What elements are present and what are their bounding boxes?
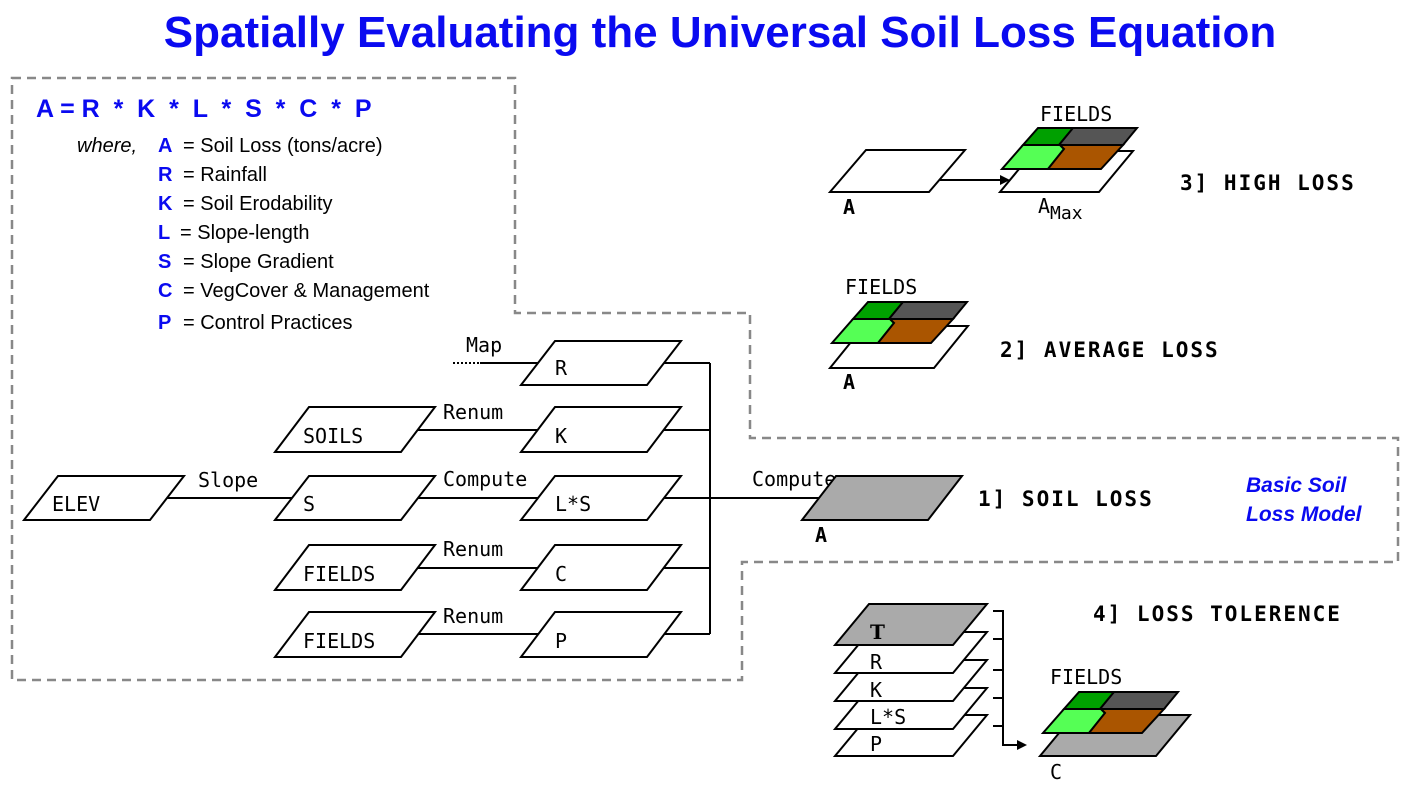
usle-equation: A = R * K * L * S * C * P xyxy=(36,95,372,123)
layer-a-soil-loss: A xyxy=(799,475,965,547)
layer-k: K xyxy=(518,406,684,453)
layer-soils: SOILS xyxy=(272,406,438,453)
layer-label: A xyxy=(843,370,855,394)
basic-model-note-1: Basic Soil xyxy=(1246,474,1348,497)
layer-label: C xyxy=(555,562,567,586)
layer-p: P xyxy=(518,611,684,658)
layer-label: SOILS xyxy=(303,424,363,448)
layer-label: ELEV xyxy=(52,492,100,516)
def-key-k: K xyxy=(158,193,173,215)
def-text-s: = Slope Gradient xyxy=(183,251,334,273)
op-compute-a: Compute xyxy=(752,467,836,491)
fields-label: FIELDS xyxy=(1050,665,1122,689)
def-text-r: = Rainfall xyxy=(183,164,267,186)
where-label: where, xyxy=(77,135,137,157)
amax-label: AMax xyxy=(1038,194,1083,224)
layer-label: A xyxy=(815,523,827,547)
flow-connectors xyxy=(166,362,820,635)
def-text-k: = Soil Erodability xyxy=(183,193,333,215)
loss-tolerance-section: P L*S K R T FIELDS C 4] LOSS TOLERENCE xyxy=(832,602,1342,784)
op-renum-p: Renum xyxy=(443,604,503,628)
layer-label: R xyxy=(870,650,883,674)
layer-fields-p: FIELDS xyxy=(272,611,438,658)
def-key-r: R xyxy=(158,164,173,186)
op-slope: Slope xyxy=(198,468,258,492)
fields-label: FIELDS xyxy=(845,275,917,299)
basic-model-boundary xyxy=(10,76,1400,682)
op-renum-k: Renum xyxy=(443,400,503,424)
layer-label: R xyxy=(555,356,568,380)
fields-label: FIELDS xyxy=(1040,102,1112,126)
definition-list: A = Soil Loss (tons/acre) R = Rainfall K… xyxy=(158,135,430,334)
def-text-a: = Soil Loss (tons/acre) xyxy=(183,135,383,157)
def-text-p: = Control Practices xyxy=(183,312,353,334)
arrow-icon xyxy=(1000,175,1010,185)
layer-label: P xyxy=(870,732,882,756)
layer-r: R xyxy=(518,340,684,386)
output-average-loss: 2] AVERAGE LOSS xyxy=(1000,338,1220,362)
layer-label: FIELDS xyxy=(303,562,375,586)
layer-label: L*S xyxy=(555,492,591,516)
basic-model-note-2: Loss Model xyxy=(1246,503,1363,526)
layer-label: FIELDS xyxy=(303,629,375,653)
high-loss-section: A FIELDS AMax 3] HIGH LOSS xyxy=(827,102,1356,224)
def-key-a: A xyxy=(158,135,172,157)
layer-label: A xyxy=(843,195,855,219)
op-compute-ls: Compute xyxy=(443,467,527,491)
layer-c: C xyxy=(518,544,684,591)
output-loss-tolerance: 4] LOSS TOLERENCE xyxy=(1093,602,1342,626)
output-soil-loss: 1] SOIL LOSS xyxy=(978,487,1154,511)
layer-label: K xyxy=(555,424,567,448)
page-title: Spatially Evaluating the Universal Soil … xyxy=(164,8,1276,57)
layer-elev: ELEV xyxy=(21,475,187,521)
layer-label: P xyxy=(555,629,567,653)
def-text-l: = Slope-length xyxy=(180,222,310,244)
arrow-icon xyxy=(1017,740,1027,750)
op-renum-c: Renum xyxy=(443,537,503,561)
def-key-l: L xyxy=(158,222,170,244)
layer-label: T xyxy=(870,620,885,644)
def-key-s: S xyxy=(158,251,171,273)
output-high-loss: 3] HIGH LOSS xyxy=(1180,171,1356,195)
def-key-p: P xyxy=(158,312,171,334)
layer-label: S xyxy=(303,492,315,516)
def-text-c: = VegCover & Management xyxy=(183,280,430,302)
layer-fields-c: FIELDS xyxy=(272,544,438,591)
layer-label: L*S xyxy=(870,705,906,729)
layer-ls: L*S xyxy=(518,475,684,521)
def-key-c: C xyxy=(158,280,172,302)
layer-label: K xyxy=(870,678,882,702)
op-map: Map xyxy=(466,333,502,357)
layer-s: S xyxy=(272,475,438,521)
average-loss-section: FIELDS A 2] AVERAGE LOSS xyxy=(827,275,1220,394)
layer-label: C xyxy=(1050,760,1062,784)
